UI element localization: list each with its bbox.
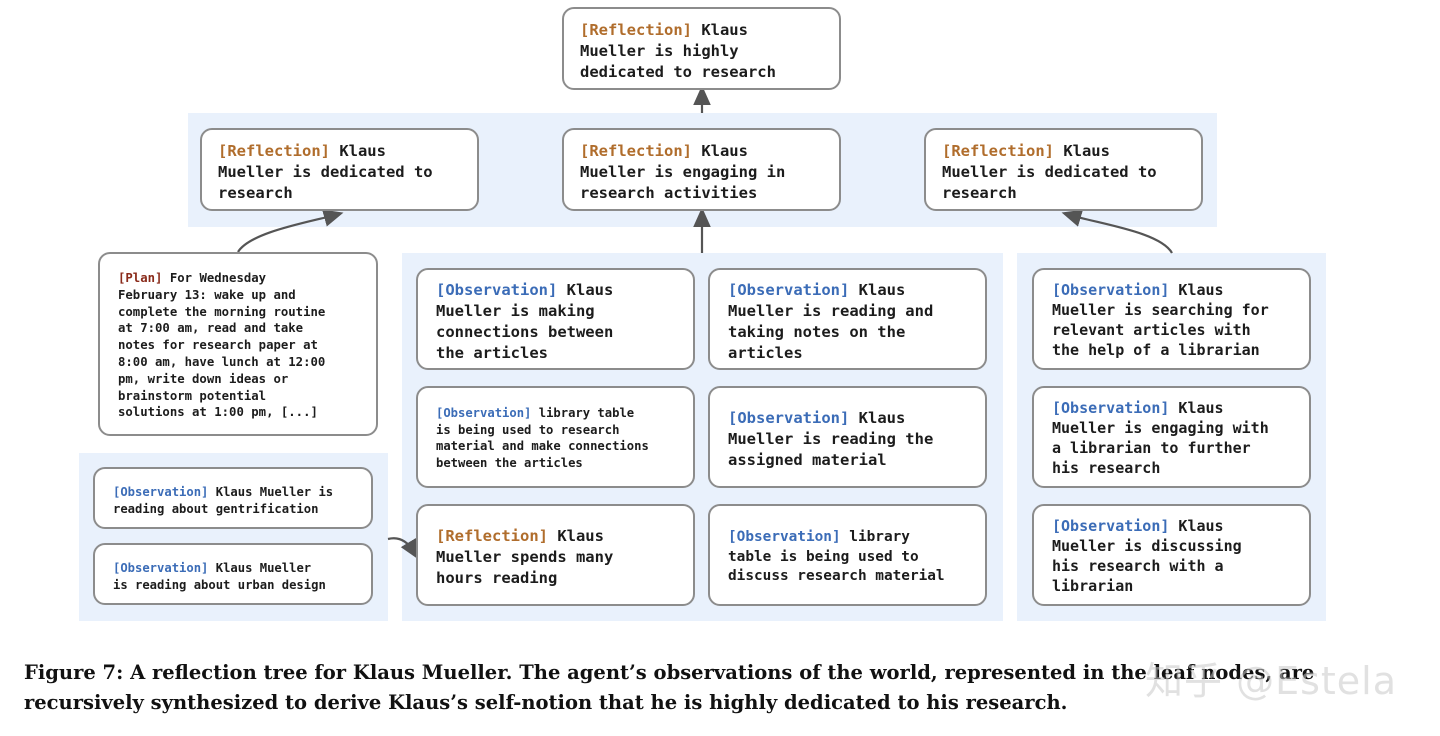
node-text: Klaus Mueller is dedicated to research [942, 142, 1157, 202]
node-text: Klaus Mueller is discussing his research… [1052, 517, 1242, 595]
node-observation-discussing-research: [Observation] Klaus Mueller is discussin… [1032, 504, 1311, 606]
reflection-tag: [Reflection] [436, 527, 548, 545]
reflection-tag: [Reflection] [218, 142, 330, 160]
observation-tag: [Observation] [1052, 517, 1170, 535]
node-observation-assigned-material: [Observation] Klaus Mueller is reading t… [708, 386, 987, 488]
node-observation-library-table-research: [Observation] library table is being use… [416, 386, 695, 488]
observation-tag: [Observation] [113, 485, 209, 499]
node-observation-library-table-discuss: [Observation] library table is being use… [708, 504, 987, 606]
watermark: 知乎 @Estela [1145, 659, 1398, 703]
observation-tag: [Observation] [113, 561, 209, 575]
node-text: Klaus Mueller is engaging with a librari… [1052, 399, 1269, 477]
node-text: For Wednesday February 13: wake up and c… [118, 271, 326, 420]
node-text: Klaus Mueller is engaging in research ac… [580, 142, 786, 202]
node-reflection-left: [Reflection] Klaus Mueller is dedicated … [200, 128, 479, 211]
node-text: Klaus Mueller is reading the assigned ma… [728, 409, 934, 469]
node-reflection-right: [Reflection] Klaus Mueller is dedicated … [924, 128, 1203, 211]
node-observation-searching-articles: [Observation] Klaus Mueller is searching… [1032, 268, 1311, 370]
node-text: Klaus Mueller is reading and taking note… [728, 281, 934, 362]
node-observation-making-connections: [Observation] Klaus Mueller is making co… [416, 268, 695, 370]
reflection-tag: [Reflection] [580, 21, 692, 39]
node-reflection-hours-reading: [Reflection] Klaus Mueller spends many h… [416, 504, 695, 606]
node-observation-urban-design: [Observation] Klaus Mueller is reading a… [93, 543, 373, 605]
node-top-reflection: [Reflection] Klaus Mueller is highly ded… [562, 7, 841, 90]
node-text: library table is being used to discuss r… [728, 529, 945, 584]
node-observation-engaging-librarian: [Observation] Klaus Mueller is engaging … [1032, 386, 1311, 488]
arrow-left-to-reflection [387, 537, 419, 560]
node-reflection-middle: [Reflection] Klaus Mueller is engaging i… [562, 128, 841, 211]
node-observation-gentrification: [Observation] Klaus Mueller is reading a… [93, 467, 373, 529]
observation-tag: [Observation] [1052, 281, 1170, 299]
figure-caption: Figure 7: A reflection tree for Klaus Mu… [24, 661, 1315, 714]
reflection-tag: [Reflection] [580, 142, 692, 160]
node-plan: [Plan] For Wednesday February 13: wake u… [98, 252, 378, 436]
observation-tag: [Observation] [728, 281, 850, 299]
observation-tag: [Observation] [728, 529, 841, 545]
node-observation-reading-notes: [Observation] Klaus Mueller is reading a… [708, 268, 987, 370]
observation-tag: [Observation] [436, 406, 532, 420]
node-text: library table is being used to research … [436, 406, 649, 470]
observation-tag: [Observation] [436, 281, 558, 299]
node-text: Klaus Mueller is dedicated to research [218, 142, 433, 202]
node-text: Klaus Mueller is searching for relevant … [1052, 281, 1269, 359]
node-text: Klaus Mueller is reading about urban des… [113, 561, 326, 592]
arrow-right-to-right [1061, 209, 1173, 254]
node-text: Klaus Mueller is reading about gentrific… [113, 485, 334, 516]
plan-tag: [Plan] [118, 271, 163, 285]
observation-tag: [Observation] [1052, 399, 1170, 417]
reflection-tag: [Reflection] [942, 142, 1054, 160]
arrow-plan-to-left [237, 209, 344, 253]
node-text: Klaus Mueller is making connections betw… [436, 281, 614, 362]
node-text: Klaus Mueller spends many hours reading [436, 527, 614, 587]
node-text: Klaus Mueller is highly dedicated to res… [580, 21, 776, 81]
observation-tag: [Observation] [728, 409, 850, 427]
